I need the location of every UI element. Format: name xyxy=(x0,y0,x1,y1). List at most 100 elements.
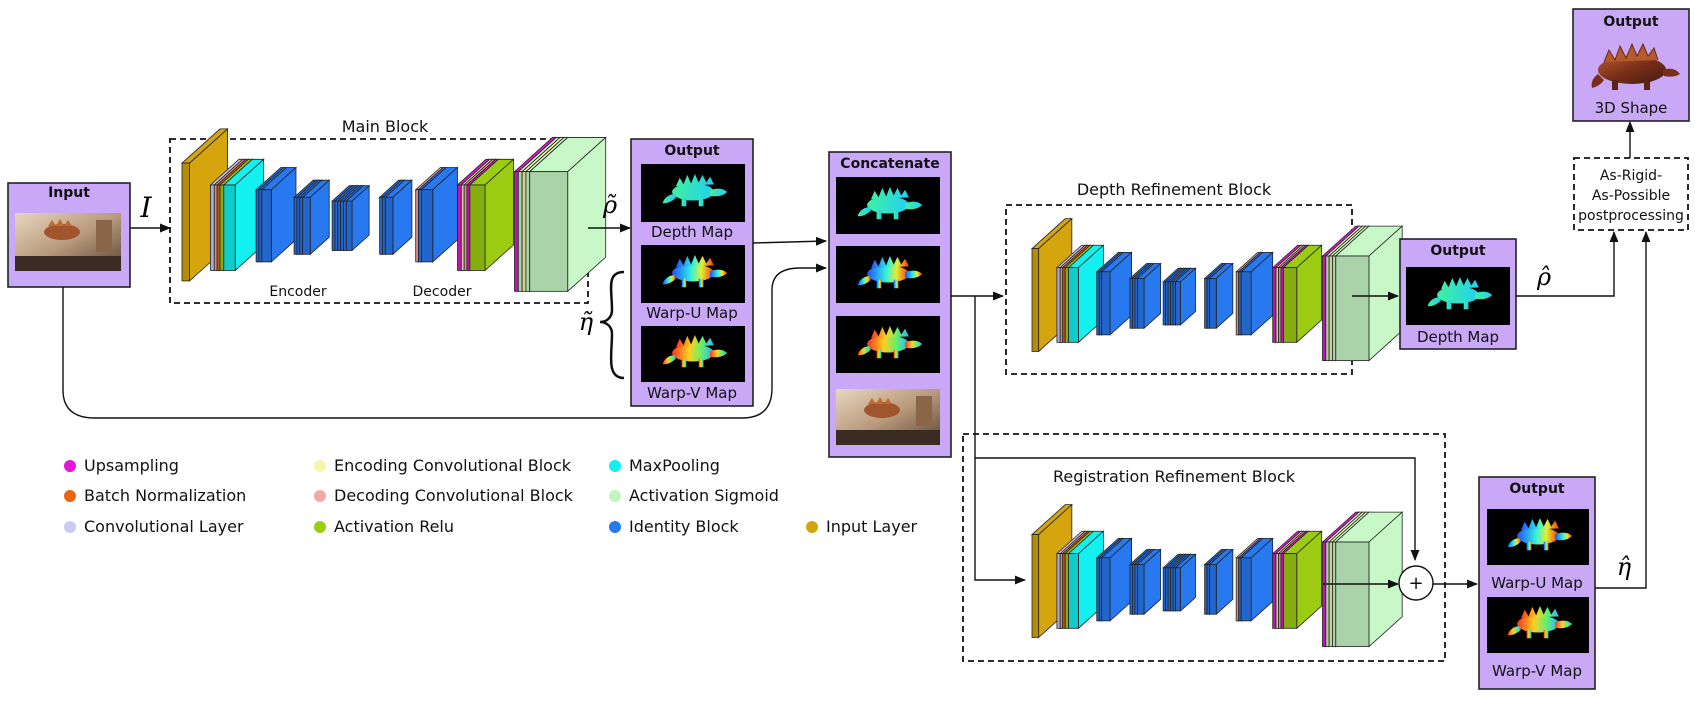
legend-item: MaxPooling xyxy=(609,456,720,475)
legend-swatch xyxy=(64,460,76,472)
warp-u-map-label: Warp-U Map xyxy=(646,304,738,322)
decoder-label: Decoder xyxy=(413,284,472,300)
concat-warp-u-dino-icon xyxy=(857,255,923,289)
depth-output-block xyxy=(1321,225,1404,362)
output-warp-v-label: Warp-V Map xyxy=(1492,662,1582,680)
reg-dec-block-2-slab-2 xyxy=(1240,537,1274,622)
rho-tilde: ρ̃ xyxy=(602,191,617,219)
legend-label: Activation Sigmoid xyxy=(629,486,779,505)
legend-label: MaxPooling xyxy=(629,456,720,475)
legend-swatch xyxy=(609,460,621,472)
main-enc-block-2 xyxy=(255,166,298,263)
reg-dec-block-2 xyxy=(1235,537,1274,622)
depth-dec-block-1 xyxy=(1203,262,1234,330)
eta-tilde: η̃ xyxy=(579,308,594,336)
main-dec-block-1 xyxy=(378,179,413,256)
depth-enc-block-2 xyxy=(1095,251,1133,336)
output-warp-box: Output Warp-U Map Warp-V Map xyxy=(1478,476,1596,690)
reg-dec-block-3 xyxy=(1271,530,1323,630)
main-bottleneck xyxy=(331,184,371,252)
reg-enc-block-2 xyxy=(1095,537,1133,622)
output-warp-u-dino-icon xyxy=(1507,517,1573,551)
input-photo xyxy=(15,213,121,271)
legend-swatch xyxy=(314,490,326,502)
arap-line-3: postprocessing xyxy=(1578,208,1684,224)
depth-dec-block-1-slab-2 xyxy=(1208,262,1234,330)
dinosaur-3d-icon xyxy=(1591,42,1680,90)
main-enc-block-1 xyxy=(209,158,265,272)
output-warp-u-label: Warp-U Map xyxy=(1491,574,1583,592)
arap-line-1: As-Rigid- xyxy=(1600,168,1662,184)
encoder-label: Encoder xyxy=(269,284,326,300)
reg-bottleneck xyxy=(1162,553,1197,612)
output-3d-label: 3D Shape xyxy=(1595,99,1668,117)
depth-dec-block-2 xyxy=(1235,251,1274,336)
arrow-input-skip-to-concat xyxy=(62,263,828,419)
main-enc-block-3-slab-3 xyxy=(301,179,331,256)
legend-label: Batch Normalization xyxy=(84,486,246,505)
depth-map-label: Depth Map xyxy=(651,223,733,241)
sum-plus: + xyxy=(1408,573,1423,594)
reg-output-block xyxy=(1321,511,1404,648)
arrow-warp-to-arap xyxy=(1595,230,1651,589)
output-depth-dino-icon xyxy=(1427,276,1493,310)
input-symbol: I xyxy=(139,191,152,224)
legend-item: Batch Normalization xyxy=(64,486,246,505)
legend-label: Activation Relu xyxy=(334,517,454,536)
legend-item: Activation Relu xyxy=(314,517,454,536)
arrow-output-to-concat xyxy=(752,236,828,246)
arap-line-2: As-Possible xyxy=(1592,188,1670,204)
registration-refinement-title: Registration Refinement Block xyxy=(1053,467,1296,486)
depth-bottleneck-slab-5 xyxy=(1174,267,1197,326)
arrow-concat-skip-to-sum xyxy=(975,457,1420,562)
main-dec-block-3-slab-4 xyxy=(468,158,515,272)
output-depth-label: Depth Map xyxy=(1417,328,1499,346)
main-dec-block-2 xyxy=(414,166,459,263)
concatenate-title: Concatenate xyxy=(840,156,939,172)
legend-swatch xyxy=(806,521,818,533)
legend-swatch xyxy=(64,490,76,502)
legend-label: Input Layer xyxy=(826,517,918,536)
input-title: Input xyxy=(48,185,90,201)
depth-dec-block-3 xyxy=(1271,244,1323,344)
depth-dec-block-2-slab-2 xyxy=(1240,251,1274,336)
depth-output-block-slab-4 xyxy=(1334,225,1404,362)
depth-refinement-layers xyxy=(1030,217,1404,362)
legend-item: Encoding Convolutional Block xyxy=(314,456,572,475)
eta-hat: η̂ xyxy=(1617,553,1632,581)
main-enc-block-3 xyxy=(293,179,331,256)
main-bottleneck-slab-5 xyxy=(345,184,371,252)
legend-item: Decoding Convolutional Block xyxy=(314,486,574,505)
main-block-layers xyxy=(180,128,607,293)
depth-enc-block-3-slab-3 xyxy=(1136,262,1162,330)
depth-enc-block-3 xyxy=(1128,262,1162,330)
legend-swatch xyxy=(314,460,326,472)
main-dec-block-2-slab-2 xyxy=(420,166,459,263)
depth-enc-block-1 xyxy=(1055,244,1105,344)
legend-item: Upsampling xyxy=(64,456,179,475)
legend-swatch xyxy=(64,521,76,533)
legend-item: Input Layer xyxy=(806,517,918,536)
sum-node: + xyxy=(1398,565,1434,601)
arrow-concat-to-reg-refine xyxy=(974,296,1027,585)
reg-bottleneck-slab-5 xyxy=(1174,553,1197,612)
legend-label: Convolutional Layer xyxy=(84,517,244,536)
output-warp-v-dino-icon xyxy=(1507,605,1573,639)
legend-swatch xyxy=(609,490,621,502)
main-block-title: Main Block xyxy=(342,117,429,136)
output-3d-box: Output 3D Shape xyxy=(1572,8,1690,122)
depth-dec-block-3-slab-4 xyxy=(1282,244,1323,344)
main-dec-block-3 xyxy=(456,158,515,272)
depth-refinement-title: Depth Refinement Block xyxy=(1077,180,1272,199)
reg-enc-block-3 xyxy=(1128,548,1162,616)
output-warp-title: Output xyxy=(1509,481,1565,497)
output-depth-title: Output xyxy=(1430,243,1486,259)
reg-dec-block-3-slab-4 xyxy=(1282,530,1323,630)
registration-refinement-layers xyxy=(1030,503,1404,648)
legend-label: Identity Block xyxy=(629,517,739,536)
reg-dec-block-1-slab-2 xyxy=(1208,548,1234,616)
main-output-block-slab-4 xyxy=(528,136,607,293)
legend-label: Encoding Convolutional Block xyxy=(334,456,572,475)
main-dec-block-1-slab-2 xyxy=(384,179,413,256)
